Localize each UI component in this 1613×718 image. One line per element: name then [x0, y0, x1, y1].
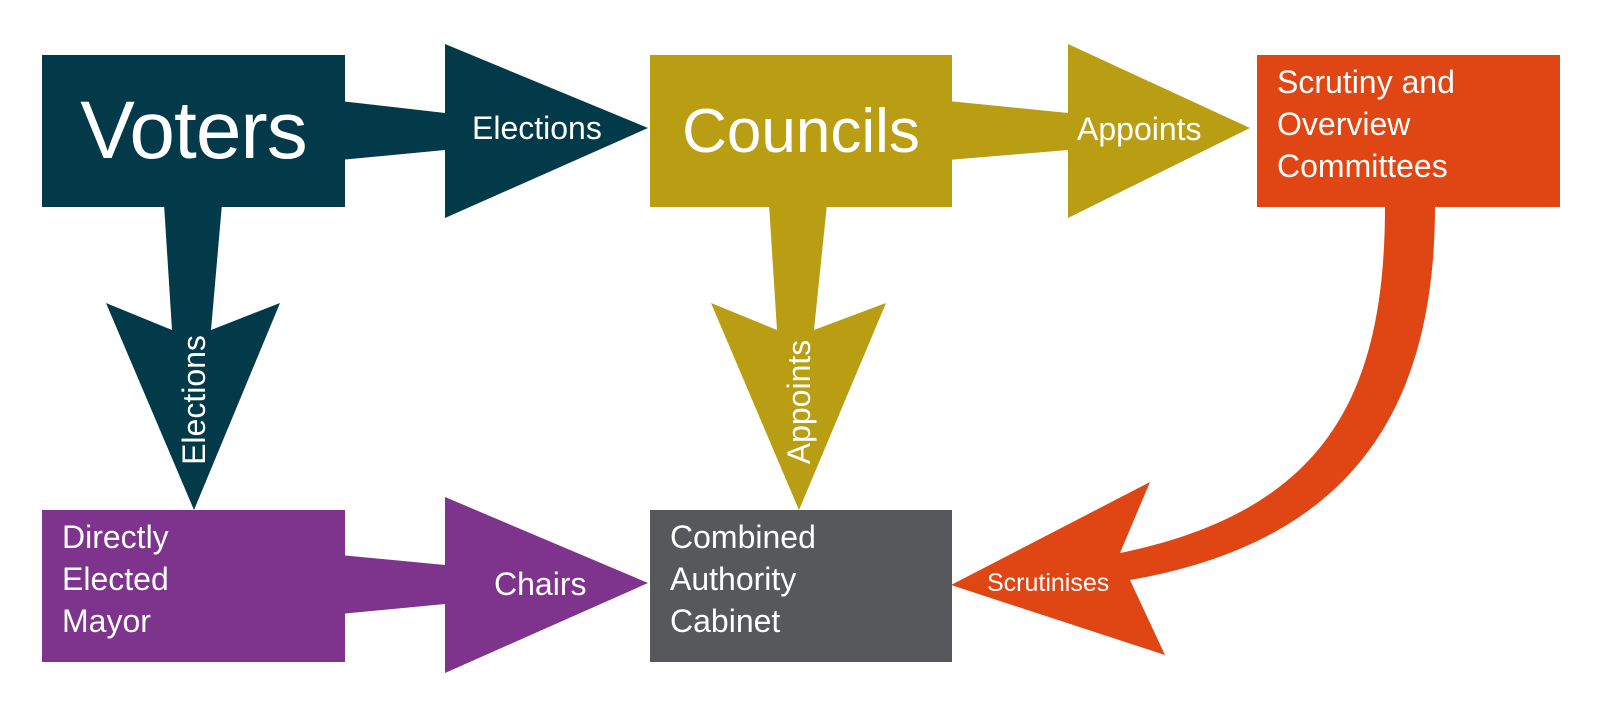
arrow-mayor-to-cabinet: [340, 497, 648, 673]
node-cabinet-line-3: Cabinet: [670, 603, 781, 639]
label-councils-to-scrutiny: Appoints: [1077, 111, 1202, 147]
label-councils-to-cabinet: Appoints: [781, 339, 817, 465]
arrow-voters-to-councils: [340, 44, 648, 218]
node-cabinet: Combined Authority Cabinet: [650, 510, 952, 662]
node-councils: Councils: [650, 55, 952, 207]
node-scrutiny-line-3: Committees: [1277, 148, 1448, 184]
node-voters: Voters: [42, 55, 345, 207]
node-mayor-line-2: Elected: [62, 561, 169, 597]
label-voters-to-councils: Elections: [472, 110, 602, 146]
node-cabinet-line-1: Combined: [670, 519, 816, 555]
arrow-councils-to-cabinet: [711, 204, 886, 510]
label-mayor-to-cabinet: Chairs: [494, 566, 587, 602]
label-voters-to-mayor: Elections: [176, 335, 212, 465]
label-scrutiny-to-cabinet: Scrutinises: [987, 569, 1110, 597]
arrow-voters-to-mayor: [106, 204, 280, 510]
node-cabinet-line-2: Authority: [670, 561, 797, 597]
node-councils-label: Councils: [682, 96, 920, 166]
node-mayor: Directly Elected Mayor: [42, 510, 345, 662]
arrow-councils-to-scrutiny: [948, 44, 1250, 218]
arrow-scrutiny-to-cabinet: [951, 206, 1435, 655]
node-voters-label: Voters: [80, 85, 307, 176]
node-scrutiny-line-2: Overview: [1277, 106, 1411, 142]
node-mayor-line-1: Directly: [62, 519, 169, 555]
node-mayor-line-3: Mayor: [62, 603, 151, 639]
node-scrutiny-line-1: Scrutiny and: [1277, 64, 1455, 100]
node-scrutiny: Scrutiny and Overview Committees: [1257, 55, 1560, 207]
